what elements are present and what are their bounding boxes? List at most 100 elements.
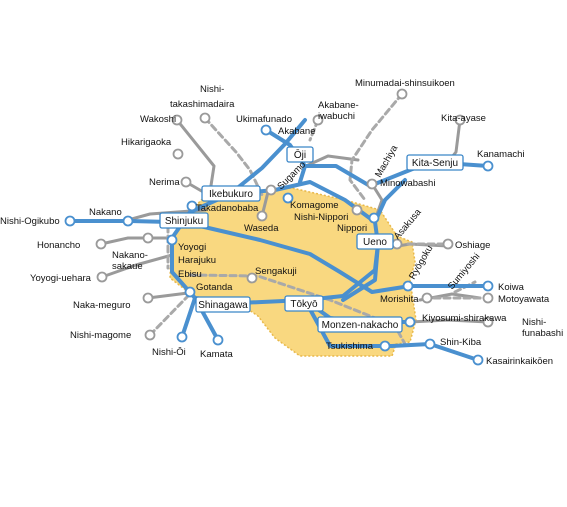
label-minumadai: Minumadai-shinsuikoen: [355, 78, 455, 89]
station-dot: [184, 286, 196, 298]
station-dot: [366, 178, 378, 190]
hub-label: Ōji: [294, 149, 306, 161]
label-tsukishima: Tsukishima: [326, 341, 374, 352]
label-nippori: Nippori: [337, 223, 367, 234]
station-dot: [312, 114, 324, 126]
station-dot: [212, 334, 224, 346]
station-dot: [144, 329, 156, 341]
hub-ueno[interactable]: Ueno: [356, 233, 394, 250]
station-dot: [379, 340, 391, 352]
label-naka-meguro: Naka-meguro: [73, 300, 131, 311]
station-dot: [96, 271, 108, 283]
station-dot: [402, 280, 414, 292]
label-yoyogi: Yoyogi: [178, 242, 206, 253]
station-dot: [404, 316, 416, 328]
station-dot: [424, 338, 436, 350]
label-yoyogi-uehara: Yoyogi-uehara: [30, 273, 92, 284]
hub-ikebukuro[interactable]: Ikebukuro: [201, 185, 261, 202]
label-asakusa: Asakusa: [392, 206, 424, 242]
label-kasairinkaikoen: Kasairinkaikōen: [486, 356, 553, 367]
hub-shinagawa[interactable]: Shinagawa: [195, 296, 251, 313]
hub-oji[interactable]: Ōji: [286, 146, 314, 163]
station-dot: [482, 280, 494, 292]
station-dot: [166, 234, 178, 246]
station-dot: [122, 215, 134, 227]
label-nishi-takashimadaira-1: Nishi-: [200, 84, 224, 95]
station-dot: [421, 292, 433, 304]
station-dot: [482, 292, 494, 304]
label-nishi-ogikubo: Nishi-Ogikubo: [0, 216, 60, 227]
label-hikarigaoka: Hikarigaoka: [121, 137, 172, 148]
label-nishi-magome: Nishi-magome: [70, 330, 131, 341]
station-dot: [482, 160, 494, 172]
label-koiwa: Koiwa: [498, 282, 525, 293]
label-gotanda: Gotanda: [196, 282, 233, 293]
label-nerima: Nerima: [149, 177, 180, 188]
label-kiyosumi-shirakawa: Kiyosumi-shirakawa: [422, 313, 507, 324]
label-shin-kiba: Shin-Kiba: [440, 337, 482, 348]
station-dot: [64, 215, 76, 227]
station-dot: [396, 88, 408, 100]
station-dot: [256, 210, 268, 222]
hub-shinjuku[interactable]: Shinjuku: [159, 212, 209, 229]
label-wakoshi: Wakoshi: [140, 114, 176, 125]
hub-label: Tōkyō: [290, 299, 318, 310]
label-akabane: Akabane: [278, 126, 316, 137]
station-dot: [180, 176, 192, 188]
label-nishi-nippori: Nishi-Nippori: [294, 212, 348, 223]
label-minowabashi: Minowabashi: [380, 178, 435, 189]
label-nakano-sakaue-1: Nakano-: [112, 250, 148, 261]
label-akabane-iwabuchi-1: Akabane-: [318, 100, 359, 111]
label-waseda: Waseda: [244, 223, 279, 234]
station-dot: [171, 114, 183, 126]
hub-label: Kita-Senju: [412, 158, 458, 169]
label-kamata: Kamata: [200, 349, 233, 360]
label-nishi-takashimadaira-2: takashimadaira: [170, 99, 235, 110]
label-honancho: Honancho: [37, 240, 80, 251]
label-harajuku: Harajuku: [178, 255, 216, 266]
label-morishita: Morishita: [380, 294, 419, 305]
hub-label: Shinagawa: [198, 300, 248, 311]
station-dot: [246, 272, 258, 284]
station-dot: [482, 316, 494, 328]
station-markers: [64, 88, 494, 366]
label-kanamachi: Kanamachi: [477, 149, 525, 160]
station-dot: [142, 232, 154, 244]
hub-label: Shinjuku: [165, 216, 203, 227]
hub-kita-senju[interactable]: Kita-Senju: [406, 154, 464, 171]
station-dot: [260, 124, 272, 136]
station-dot: [442, 238, 454, 250]
station-dot: [142, 292, 154, 304]
hub-label: Monzen-nakacho: [322, 320, 399, 331]
label-komagome: Komagome: [290, 200, 339, 211]
label-nishi-oi: Nishi-Ōi: [152, 347, 186, 358]
station-dot: [351, 204, 363, 216]
station-dot: [172, 148, 184, 160]
station-dot: [95, 238, 107, 250]
label-ukimafunado: Ukimafunado: [236, 114, 292, 125]
station-dot: [282, 192, 294, 204]
station-dot: [176, 331, 188, 343]
hub-label: Ikebukuro: [209, 189, 253, 200]
station-dot: [368, 212, 380, 224]
label-motoyawata: Motoyawata: [498, 294, 550, 305]
station-dot: [472, 354, 484, 366]
hub-label: Ueno: [363, 237, 387, 248]
station-dot: [199, 112, 211, 124]
label-nishi-funabashi-1: Nishi-: [522, 317, 546, 328]
label-takadanobaba: Takadanobaba: [196, 203, 259, 214]
label-kita-ayase: Kita-ayase: [441, 113, 486, 124]
station-dot: [265, 184, 277, 196]
label-ebisu: Ebisu: [178, 269, 202, 280]
label-akabane-iwabuchi-2: iwabuchi: [318, 111, 355, 122]
hub-tokyo[interactable]: Tōkyō: [284, 295, 324, 312]
label-nishi-funabashi-2: funabashi: [522, 328, 563, 339]
label-nakano: Nakano: [89, 207, 122, 218]
station-dot: [454, 114, 466, 126]
station-dot: [186, 200, 198, 212]
label-oshiage: Oshiage: [455, 240, 490, 251]
label-sengakuji: Sengakuji: [255, 266, 297, 277]
label-nakano-sakaue-2: sakaue: [112, 261, 143, 272]
hub-monzen-nakacho[interactable]: Monzen-nakacho: [317, 316, 403, 333]
